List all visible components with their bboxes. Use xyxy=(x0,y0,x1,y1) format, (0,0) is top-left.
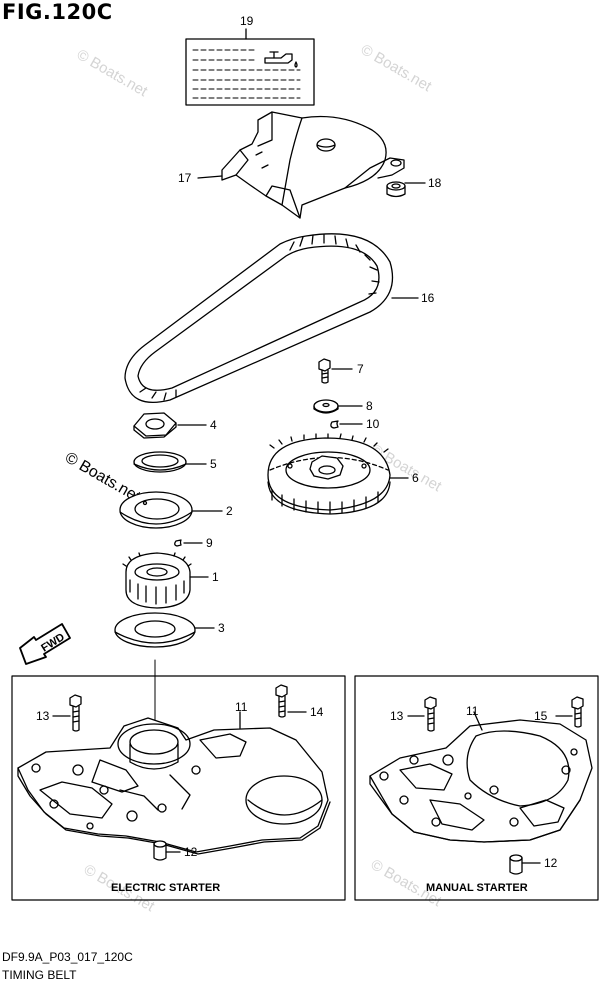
guide-plate-2 xyxy=(119,491,223,529)
callout-13-electric: 13 xyxy=(36,709,50,723)
callout-12-electric: 12 xyxy=(184,845,198,859)
timing-belt-16 xyxy=(124,233,419,404)
bolt-14 xyxy=(275,684,307,718)
callout-17: 17 xyxy=(178,171,192,185)
section-label-manual: MANUAL STARTER xyxy=(426,882,528,894)
callout-11-electric: 11 xyxy=(235,700,248,714)
mounting-plate-manual-11 xyxy=(369,711,593,843)
bolt-15 xyxy=(555,696,584,728)
callout-3: 3 xyxy=(218,621,225,635)
washer-8 xyxy=(313,399,363,414)
camshaft-pulley-6 xyxy=(267,433,409,515)
callout-4: 4 xyxy=(210,418,217,432)
callout-14: 14 xyxy=(310,705,324,719)
figure-title: FIG.120C xyxy=(2,0,113,24)
belt-cover-17 xyxy=(197,111,405,219)
guide-plate-3 xyxy=(114,612,215,648)
callout-19: 19 xyxy=(240,14,254,28)
fwd-arrow xyxy=(19,623,71,665)
figure-code: DF9.9A_P03_017_120C xyxy=(2,950,133,964)
callout-6: 6 xyxy=(412,471,419,485)
callout-13-manual: 13 xyxy=(390,709,404,723)
bolt-13-electric xyxy=(52,694,82,732)
figure-name: TIMING BELT xyxy=(2,968,77,982)
callout-2: 2 xyxy=(226,504,233,518)
bolt-7 xyxy=(318,358,353,384)
dowel-12-manual xyxy=(509,854,541,875)
grommet-18 xyxy=(386,181,426,198)
callout-12-manual: 12 xyxy=(544,856,558,870)
callout-11-manual: 11 xyxy=(466,704,479,718)
callout-15: 15 xyxy=(534,709,548,723)
section-label-electric: ELECTRIC STARTER xyxy=(111,882,221,894)
callout-5: 5 xyxy=(210,457,217,471)
callout-8: 8 xyxy=(366,399,373,413)
label-plate-19 xyxy=(185,28,315,106)
callout-16: 16 xyxy=(421,291,435,305)
key-9 xyxy=(174,539,203,547)
nut-4 xyxy=(133,412,207,439)
bolt-13-manual xyxy=(407,696,437,732)
spring-washer-5 xyxy=(133,451,207,473)
crankshaft-pulley-1 xyxy=(122,552,209,609)
mounting-plate-electric-11 xyxy=(17,711,331,855)
callout-10: 10 xyxy=(366,417,380,431)
key-10 xyxy=(330,420,363,429)
callout-1: 1 xyxy=(212,570,219,584)
callout-9: 9 xyxy=(206,536,213,550)
dowel-12-electric xyxy=(153,840,181,861)
callout-18: 18 xyxy=(428,176,442,190)
callout-7: 7 xyxy=(357,362,364,376)
